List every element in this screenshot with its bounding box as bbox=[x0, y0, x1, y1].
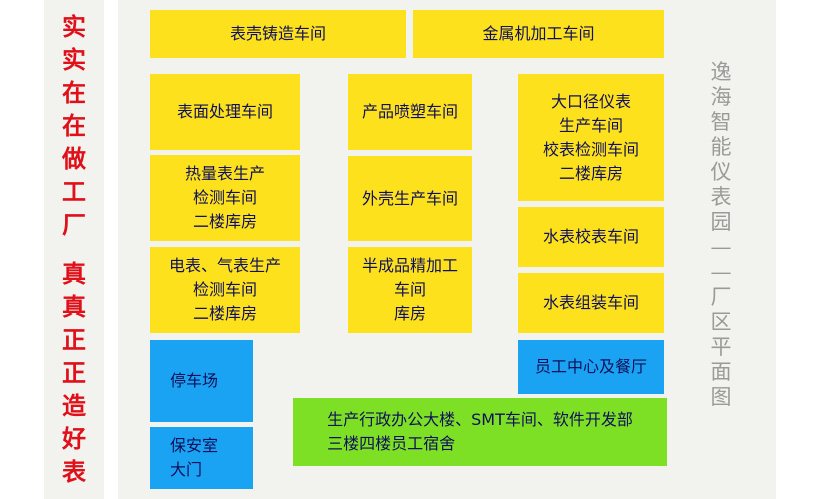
title-char: 图 bbox=[710, 385, 732, 409]
block-label: 产品喷塑车间 bbox=[361, 102, 458, 121]
block-staff-center: 员工中心及餐厅 bbox=[518, 340, 664, 394]
slogan-char: 造 bbox=[62, 391, 86, 420]
title-char: 能 bbox=[710, 135, 732, 159]
title-char: — bbox=[710, 235, 732, 259]
slogan-char: 正 bbox=[62, 325, 86, 354]
block-label: 二楼库房 bbox=[192, 304, 257, 323]
title-char: 平 bbox=[710, 335, 732, 359]
title-char: 厂 bbox=[710, 285, 732, 309]
block-security-gate: 保安室 大门 bbox=[150, 427, 253, 489]
slogan-char: 实 bbox=[62, 12, 86, 41]
block-label: 水表校表车间 bbox=[542, 227, 639, 246]
block-admin-building: 生产行政办公大楼、SMT车间、软件开发部 三楼四楼员工宿舍 bbox=[293, 398, 667, 466]
block-label: 金属机加工车间 bbox=[482, 24, 595, 43]
slogan-char: 实 bbox=[62, 45, 86, 74]
block-label: 表壳铸造车间 bbox=[229, 24, 326, 43]
block-label: 电表、气表生产 bbox=[168, 256, 281, 275]
block-outer-shell: 外壳生产车间 bbox=[348, 156, 472, 241]
title-char: 仪 bbox=[710, 160, 732, 184]
block-electric-gas-meter: 电表、气表生产 检测车间 二楼库房 bbox=[150, 247, 300, 333]
slogan-char: 厂 bbox=[62, 210, 86, 239]
slogan-char: 工 bbox=[62, 177, 86, 206]
slogan-strip bbox=[44, 0, 104, 499]
block-surface-treatment: 表面处理车间 bbox=[150, 74, 300, 150]
block-label: 车间 bbox=[393, 280, 426, 299]
block-label: 生产车间 bbox=[558, 115, 623, 135]
block-water-assembly: 水表组装车间 bbox=[518, 273, 664, 333]
block-label: 校表检测车间 bbox=[542, 139, 639, 159]
block-label: 三楼四楼员工宿舍 bbox=[327, 434, 456, 453]
block-water-calibration: 水表校表车间 bbox=[518, 207, 664, 267]
block-label: 半成品精加工 bbox=[361, 256, 458, 275]
title-char: 逸 bbox=[710, 60, 732, 84]
slogan-char: 在 bbox=[62, 78, 86, 107]
block-label: 大门 bbox=[170, 460, 203, 479]
slogan-char: 真 bbox=[62, 292, 86, 321]
block-label: 生产行政办公大楼、SMT车间、软件开发部 bbox=[327, 410, 633, 429]
slogan-char: 正 bbox=[62, 358, 86, 387]
block-label: 停车场 bbox=[170, 371, 219, 390]
slogan-char: 在 bbox=[62, 111, 86, 140]
title-char: 区 bbox=[710, 310, 732, 334]
title-char: 智 bbox=[710, 110, 732, 134]
block-heat-meter: 热量表生产 检测车间 二楼库房 bbox=[150, 155, 300, 241]
block-casing-casting: 表壳铸造车间 bbox=[150, 10, 406, 58]
title-char: — bbox=[710, 260, 732, 284]
block-label: 大口径仪表 bbox=[550, 91, 631, 111]
block-label: 库房 bbox=[393, 304, 426, 323]
slogan-char: 表 bbox=[62, 457, 86, 486]
block-parking: 停车场 bbox=[150, 340, 253, 422]
block-label: 检测车间 bbox=[192, 188, 257, 207]
block-label: 检测车间 bbox=[192, 280, 257, 299]
plan-title: 逸 海 智 能 仪 表 园 — — 厂 区 平 面 图 bbox=[703, 60, 739, 410]
admin-labels: 生产行政办公大楼、SMT车间、软件开发部 三楼四楼员工宿舍 bbox=[327, 408, 633, 456]
block-spray-molding: 产品喷塑车间 bbox=[348, 74, 472, 150]
block-label: 二楼库房 bbox=[558, 163, 623, 183]
title-char: 海 bbox=[710, 85, 732, 109]
block-label: 表面处理车间 bbox=[176, 102, 273, 121]
block-large-caliber: 大口径仪表 生产车间 校表检测车间 二楼库房 bbox=[518, 74, 664, 201]
block-label: 员工中心及餐厅 bbox=[534, 357, 647, 376]
block-label: 二楼库房 bbox=[192, 212, 257, 231]
block-label: 保安室 bbox=[170, 436, 219, 455]
slogan-char: 做 bbox=[62, 144, 86, 173]
block-label: 外壳生产车间 bbox=[361, 188, 458, 208]
block-label: 水表组装车间 bbox=[542, 293, 639, 312]
slogan-char: 好 bbox=[62, 424, 86, 453]
title-char: 面 bbox=[710, 360, 732, 384]
slogan-char: 真 bbox=[62, 259, 86, 288]
slogan: 实 实 在 在 做 工 厂 真 真 正 正 造 好 表 bbox=[44, 10, 104, 488]
title-char: 表 bbox=[710, 185, 732, 209]
block-metal-machining: 金属机加工车间 bbox=[413, 10, 664, 58]
block-label: 热量表生产 bbox=[184, 164, 265, 183]
block-semi-finished: 半成品精加工 车间 库房 bbox=[348, 247, 472, 333]
title-char: 园 bbox=[710, 210, 732, 234]
